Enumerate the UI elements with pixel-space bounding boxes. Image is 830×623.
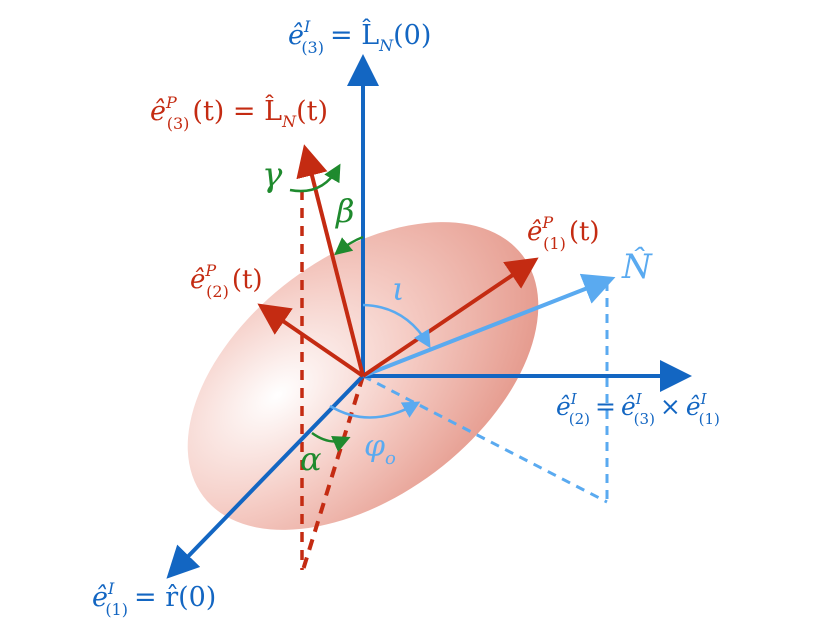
label-angle-gamma: γ xyxy=(262,155,283,195)
label-e3-precessing: êP(3)(t) = L̂N(t) xyxy=(150,93,328,133)
label-angle-iota: ι xyxy=(392,270,405,308)
angle-arc-alpha xyxy=(311,431,351,453)
angle-arc-phi xyxy=(329,401,421,419)
label-angle-phi: φo xyxy=(364,429,396,469)
angle-arc-iota xyxy=(362,303,431,349)
label-angle-beta: β xyxy=(335,192,355,230)
projection-line-los-ground xyxy=(362,374,608,504)
label-e1-precessing: êP(1)(t) xyxy=(527,213,600,253)
axis-e2-precessing xyxy=(257,303,365,378)
axis-e1-precessing xyxy=(361,257,539,378)
angle-arc-beta xyxy=(334,235,364,256)
line-of-sight-vector xyxy=(362,273,616,378)
angle-arc-gamma xyxy=(289,163,341,193)
axis-e1-inertial xyxy=(166,374,365,579)
label-e2-precessing: êP(2)(t) xyxy=(190,261,263,301)
label-e2-inertial: êI(2)=êI(3)×êI(1) xyxy=(556,390,720,428)
projection-line-node xyxy=(301,375,365,571)
label-line-of-sight: N̂ xyxy=(621,246,653,287)
label-e3-inertial: êI(3)= L̂N(0) xyxy=(288,17,431,57)
label-angle-alpha: α xyxy=(300,440,322,478)
label-e1-inertial: êI(1)= r̂(0) xyxy=(92,579,216,619)
